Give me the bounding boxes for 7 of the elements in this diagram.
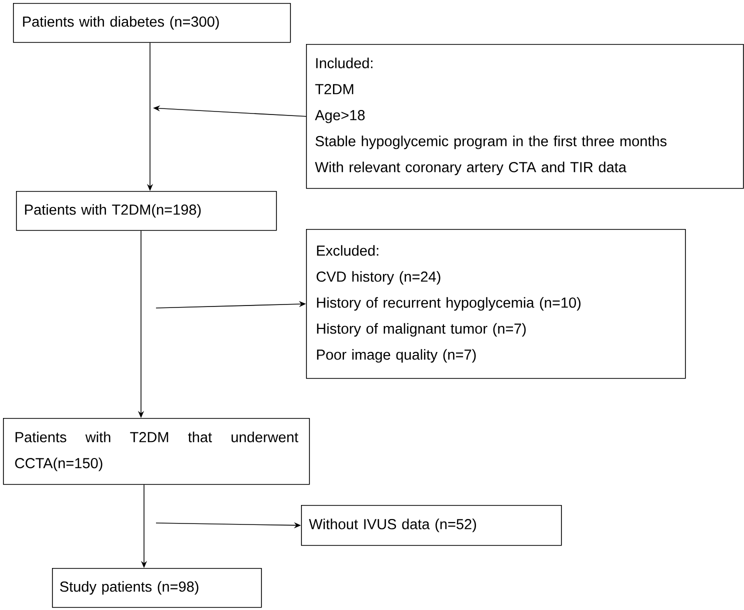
process-box: Excluded: CVD history (n=24) History of recurrent hypoglycemia (n=10) History of malignant tumor (n=7) Poor image quality (n=7) bbox=[306, 229, 686, 379]
process-box: Without IVUS data (n=52) bbox=[301, 505, 562, 546]
process-box: Included: T2DM Age>18 Stable hypoglycemic program in the first three months With relevant coronary artery CTA and TIR data bbox=[306, 44, 744, 189]
process-box: Patients with T2DM(n=198) bbox=[16, 191, 277, 231]
process-box: Patients with T2DM that underwent CCTA(n=150) bbox=[3, 418, 310, 485]
process-box: Study patients (n=98) bbox=[52, 568, 262, 608]
process-box: Patients with diabetes (n=300) bbox=[13, 3, 291, 43]
